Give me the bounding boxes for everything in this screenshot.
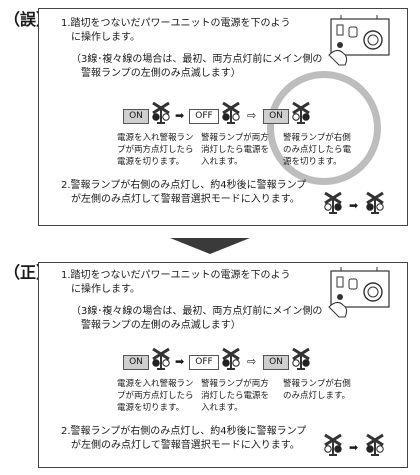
step1-line2: に操作します。 xyxy=(71,32,140,43)
on-chip-1: ON xyxy=(123,355,149,370)
crossing-signal-icon xyxy=(151,101,171,126)
caption-1-line3: 電源を切ります。 xyxy=(117,403,185,413)
caption-1-line1: 電源を入れ警報ラン xyxy=(117,133,194,143)
step2-line1: 2.警報ランプが右側のみ点灯し、約4秒後に警報ランプ xyxy=(61,180,307,191)
note-line1: （3線･複々線の場合は、最初、両方点灯前にメイン側の xyxy=(71,54,323,65)
crossing-signal-icon xyxy=(221,101,241,126)
caption-1-line1: 電源を入れ警報ラン xyxy=(117,379,194,389)
correct-section-panel: 1.踏切をつないだパワーユニットの電源を下のよう に操作します。 （3線･複々線… xyxy=(38,262,408,468)
crossing-signal-icon xyxy=(323,191,343,216)
caption-1-line2: プが両方点灯したら xyxy=(117,145,194,155)
step1-line1: 1.踏切をつないだパワーユニットの電源を下のよう xyxy=(61,18,291,29)
power-unit-icon xyxy=(328,266,390,318)
caption-1-line2: プが両方点灯したら xyxy=(117,391,194,401)
caption-2-line2: 消灯したら電源を xyxy=(201,391,270,401)
crossing-signal-icon xyxy=(151,347,171,372)
caption-3-line3: 源を切ります。 xyxy=(283,157,342,167)
hollow-arrow-icon: ⇨ xyxy=(247,109,257,122)
arrow-right-icon: ➡ xyxy=(349,441,359,454)
crossing-signal-icon xyxy=(365,433,385,458)
step2-line2: が左側のみ点灯して警報音選択モードに入ります。 xyxy=(71,194,300,205)
note-line2: 警報ランプの左側のみ点滅します） xyxy=(81,320,241,331)
step1-line2: に操作します。 xyxy=(71,284,140,295)
caption-1-line3: 電源を切ります。 xyxy=(117,157,185,167)
caption-2-line2: 消灯したら電源を xyxy=(201,145,270,155)
caption-3-line1: 警報ランプが右側 xyxy=(283,379,351,389)
crossing-signal-icon xyxy=(291,101,311,126)
hollow-arrow-icon: ⇨ xyxy=(247,355,257,368)
caption-2-line3: 入れます。 xyxy=(201,403,243,413)
caption-3-line2: のみ点灯したら電 xyxy=(283,145,352,155)
crossing-signal-icon xyxy=(221,347,241,372)
arrow-right-icon: ➡ xyxy=(175,355,185,368)
on-chip-2: ON xyxy=(263,355,289,370)
off-chip: OFF xyxy=(189,109,219,124)
caption-3-line2: のみ点灯します。 xyxy=(283,391,351,401)
arrow-right-icon: ➡ xyxy=(175,109,185,122)
caption-2-line1: 警報ランプが両方 xyxy=(201,379,269,389)
crossing-signal-icon xyxy=(291,347,311,372)
caption-3-line1: 警報ランプが右側 xyxy=(283,133,351,143)
caption-2-line1: 警報ランプが両方 xyxy=(201,133,269,143)
on-chip-2: ON xyxy=(263,109,289,124)
highlight-ring xyxy=(267,71,381,185)
on-chip-1: ON xyxy=(123,109,149,124)
off-chip: OFF xyxy=(189,355,219,370)
wrong-section-panel: 1.踏切をつないだパワーユニットの電源を下のよう に操作します。 （3線･複々線… xyxy=(38,8,408,226)
note-line1: （3線･複々線の場合は、最初、両方点灯前にメイン側の xyxy=(71,306,323,317)
step1-line1: 1.踏切をつないだパワーユニットの電源を下のよう xyxy=(61,270,291,281)
step2-line2: が左側のみ点灯して警報音選択モードに入ります。 xyxy=(71,440,300,451)
crossing-signal-icon xyxy=(323,433,343,458)
step2-line1: 2.警報ランプが右側のみ点灯し、約4秒後に警報ランプ xyxy=(61,426,307,437)
arrow-right-icon: ➡ xyxy=(349,199,359,212)
power-unit-icon xyxy=(328,14,390,66)
down-arrow-icon xyxy=(170,238,250,254)
caption-2-line3: 入れます。 xyxy=(201,157,243,167)
note-line2: 警報ランプの左側のみ点滅します） xyxy=(81,68,241,79)
crossing-signal-icon xyxy=(365,191,385,216)
